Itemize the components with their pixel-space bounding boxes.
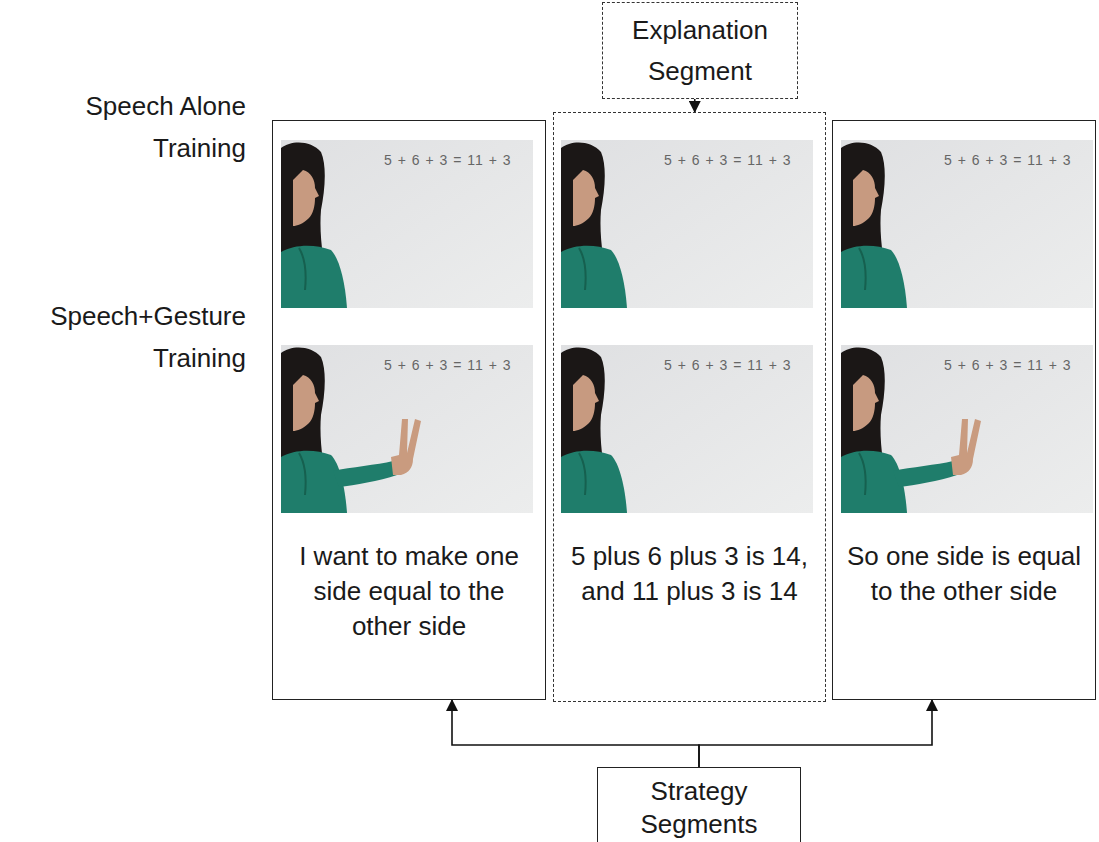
- equation-text: 5 + 6 + 3 = 11 + 3: [384, 357, 512, 373]
- equation-text: 5 + 6 + 3 = 11 + 3: [384, 152, 512, 168]
- panel-caption: I want to make one side equal to the oth…: [283, 539, 535, 644]
- segment-box: Explanation Segment: [602, 2, 798, 99]
- equation-text: 5 + 6 + 3 = 11 + 3: [944, 152, 1072, 168]
- video-panel: I want to make one side equal to the oth…: [272, 120, 546, 700]
- equation-text: 5 + 6 + 3 = 11 + 3: [664, 152, 792, 168]
- segment-box: Strategy Segments: [597, 767, 801, 842]
- panel-caption: 5 plus 6 plus 3 is 14, and 11 plus 3 is …: [564, 539, 815, 609]
- video-panel: So one side is equal to the other side: [832, 120, 1096, 700]
- video-panel: 5 plus 6 plus 3 is 14, and 11 plus 3 is …: [553, 112, 826, 702]
- panel-caption: So one side is equal to the other side: [843, 539, 1085, 609]
- segment-title: Explanation Segment: [603, 10, 797, 91]
- equation-text: 5 + 6 + 3 = 11 + 3: [664, 357, 792, 373]
- connector-arrow: [452, 700, 699, 767]
- segment-title: Strategy Segments: [598, 775, 800, 840]
- row-label: Speech Alone Training: [24, 86, 246, 169]
- row-label: Speech+Gesture Training: [24, 296, 246, 379]
- equation-text: 5 + 6 + 3 = 11 + 3: [944, 357, 1072, 373]
- connector-arrow: [699, 700, 932, 767]
- connector-arrow: [694, 99, 696, 112]
